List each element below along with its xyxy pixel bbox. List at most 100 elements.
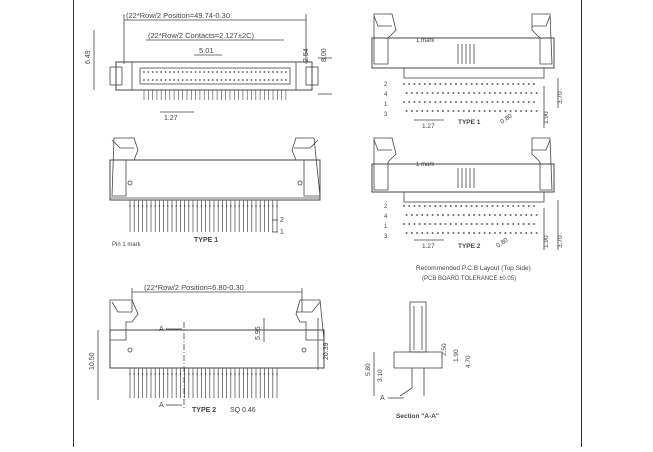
pcb-hole [442, 232, 444, 234]
dim-649: 6.49 [85, 50, 92, 64]
pcb-hole [473, 214, 476, 216]
pin-dot [183, 373, 186, 375]
pin-dot [133, 373, 135, 375]
pin-dot [242, 373, 245, 375]
pcb-hole [517, 101, 520, 103]
pcb-hole [439, 205, 442, 207]
pcb-hole [530, 92, 533, 94]
pcb-hole [488, 92, 491, 94]
pcb-hole [423, 83, 426, 85]
pcb-hole [501, 83, 504, 85]
pin-dot [216, 71, 219, 73]
pcb-hole [501, 101, 504, 103]
pcb-hole [473, 232, 476, 234]
pin-dot [267, 373, 270, 375]
pcb-hole [442, 110, 444, 112]
pin-dot [242, 71, 244, 73]
pin-dot [233, 79, 236, 81]
pcb-hole [457, 232, 460, 234]
pcb-hole [460, 205, 463, 207]
pcb2-pin-3: 3 [384, 234, 388, 240]
section-dim-190: 1.90 [453, 349, 460, 362]
pin-dot [192, 373, 194, 375]
dim-2039: 20.39 [323, 342, 330, 360]
pcb-hole [426, 110, 429, 112]
pin-dot [156, 71, 158, 73]
pcb-hole [408, 83, 411, 85]
pin1-label: 1 [280, 229, 284, 236]
pcb-hole [514, 232, 517, 234]
pcb-hole [447, 232, 450, 234]
section-dim-470: 4.70 [465, 355, 472, 368]
pcb-hole [486, 83, 489, 85]
pcb-hole [410, 232, 413, 234]
drawing-sheet: (22*Row/2 Position=49.74-0.30 (22*Row/2 … [73, 0, 582, 447]
pcb-hole [496, 101, 499, 103]
pcb2-dim-190: 1.90 [543, 235, 550, 248]
pin-dot [238, 205, 240, 207]
pin-dot [192, 205, 194, 207]
pcb1-body [371, 37, 555, 69]
pcb2-dim-370: 3.70 [557, 235, 564, 248]
pcb-hole [520, 214, 522, 216]
pin-dot [225, 373, 228, 375]
side-pins-type2 [129, 368, 278, 398]
pcb-hole [522, 101, 525, 103]
pin-dot [167, 373, 169, 375]
pin-dot [188, 373, 190, 375]
pin-dot [267, 205, 270, 207]
pcb2-strip [403, 191, 545, 203]
pin-dot [146, 373, 148, 375]
pcb-hole [473, 92, 476, 94]
pin-dot [190, 79, 193, 81]
pcb-hole [462, 92, 465, 94]
pcb-hole [465, 223, 468, 225]
pcb-hole [481, 223, 483, 225]
pcb-hole [452, 92, 455, 94]
pin-dot [158, 205, 161, 207]
pin-dot [164, 71, 167, 73]
pcb-hole [436, 110, 439, 112]
pin-dot [238, 373, 240, 375]
dim-595: 5.95 [255, 326, 262, 340]
pcb-hole [468, 110, 470, 112]
pin-dot [204, 205, 207, 207]
pcb-hole [429, 205, 431, 207]
pcb-hole [462, 214, 465, 216]
pcb-hole [512, 205, 515, 207]
pcb-hole [449, 223, 452, 225]
pcb-hole [405, 214, 408, 216]
pcb-hole [533, 205, 535, 207]
pin-dot [154, 205, 156, 207]
pcb-hole [434, 205, 437, 207]
pcb-hole [439, 223, 442, 225]
pcb-hole [470, 205, 473, 207]
pin-dot [190, 71, 193, 73]
pcb-hole [514, 214, 517, 216]
pin-dot [186, 79, 188, 81]
pcb-hole [496, 223, 499, 225]
pin-dot [230, 205, 232, 207]
pin-dot [188, 205, 190, 207]
pcb-hole [504, 92, 507, 94]
pin-dot [229, 71, 231, 73]
section-dim-310: 3.10 [377, 369, 384, 382]
section-marker: A [380, 395, 385, 402]
pcb-hole [520, 110, 522, 112]
pcb-hole [530, 232, 533, 234]
pcb-hole [475, 83, 478, 85]
pcb-hole [416, 92, 418, 94]
pin-dot [175, 373, 177, 375]
pin-dot [179, 205, 182, 207]
pcb-hole [408, 205, 411, 207]
pin-dot [200, 205, 203, 207]
pcb-hole [522, 223, 525, 225]
latch-left [109, 66, 123, 86]
pcb-hole [439, 83, 442, 85]
pin-dot [272, 373, 274, 375]
side-view-type1: 2 1 TYPE 1 Pin 1 mark [109, 137, 321, 248]
pcb-hole [462, 110, 465, 112]
pcb-hole [468, 232, 470, 234]
pcb-hole [429, 223, 431, 225]
pin-dot [224, 79, 227, 81]
